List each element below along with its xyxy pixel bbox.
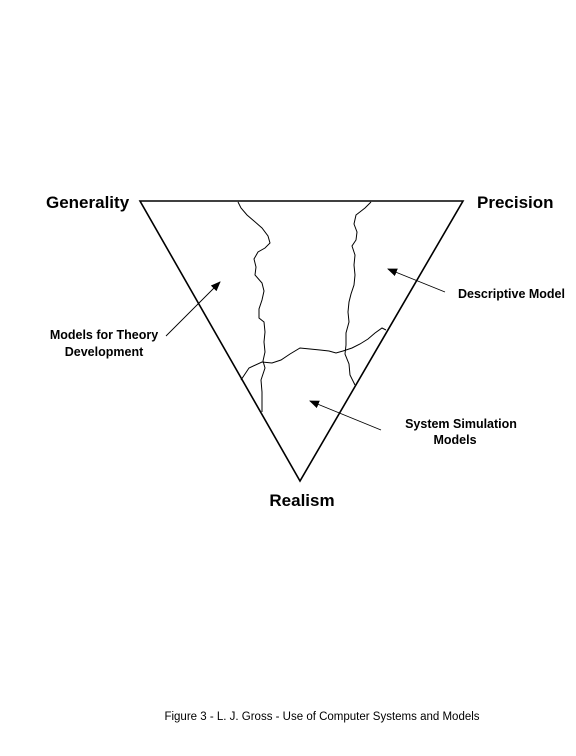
figure-caption: Figure 3 - L. J. Gross - Use of Computer… [164,711,480,723]
realism-label: Realism [269,491,334,510]
descriptive-models-label: Descriptive Model [458,287,565,301]
descriptive-models-arrow [387,268,446,293]
lower-region-boundary [240,327,387,381]
simulation-models-label-line1: System Simulation [405,417,517,431]
simulation-models-arrow [309,400,382,431]
simulation-models-label-line2: Models [433,433,476,447]
theory-models-arrow [165,281,221,337]
precision-label: Precision [477,193,554,212]
theory-models-label-line1: Models for Theory [50,328,158,342]
left-region-boundary [237,201,271,412]
tradeoff-triangle [138,200,465,483]
generality-label: Generality [46,193,130,212]
theory-models-label-line2: Development [65,345,144,359]
right-region-boundary [344,201,372,386]
